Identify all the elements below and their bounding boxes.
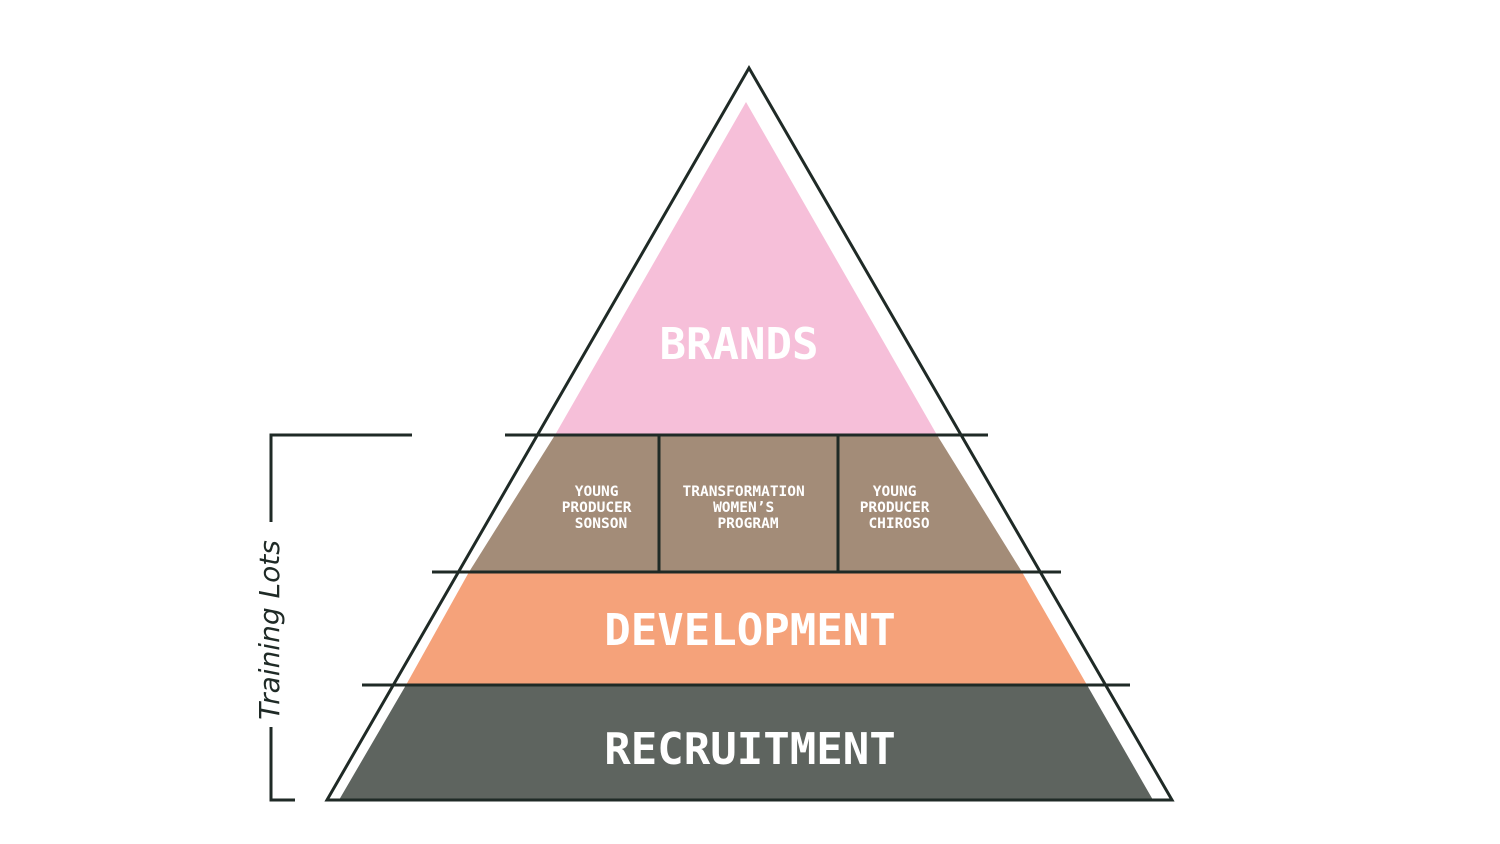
training-lots-label: Training Lots [253,540,286,720]
training-cell-transformation: TRANSFORMATION WOMEN’S PROGRAM [683,484,814,532]
training-lots-bracket [269,433,412,802]
recruitment-label: RECRUITMENT [604,724,895,775]
development-label: DEVELOPMENT [604,605,895,656]
cell-line: PRODUCER [562,500,632,516]
cell-line: SONSON [575,516,627,532]
training-cell-sonson: YOUNG PRODUCER SONSON [562,484,641,532]
cell-line: TRANSFORMATION [683,484,805,500]
development-tier [406,572,1087,685]
cell-line: WOMEN’S [713,500,774,516]
cell-line: YOUNG [873,484,917,500]
cell-line: YOUNG [575,484,619,500]
training-tier [469,435,1022,572]
brands-tier [555,102,937,435]
recruitment-tier [339,685,1153,800]
brands-label: BRANDS [660,319,819,370]
cell-line: PRODUCER [860,500,930,516]
training-cell-chiroso: YOUNG PRODUCER CHIROSO [860,484,939,532]
cell-line: PROGRAM [717,516,778,532]
cell-line: CHIROSO [868,516,929,532]
